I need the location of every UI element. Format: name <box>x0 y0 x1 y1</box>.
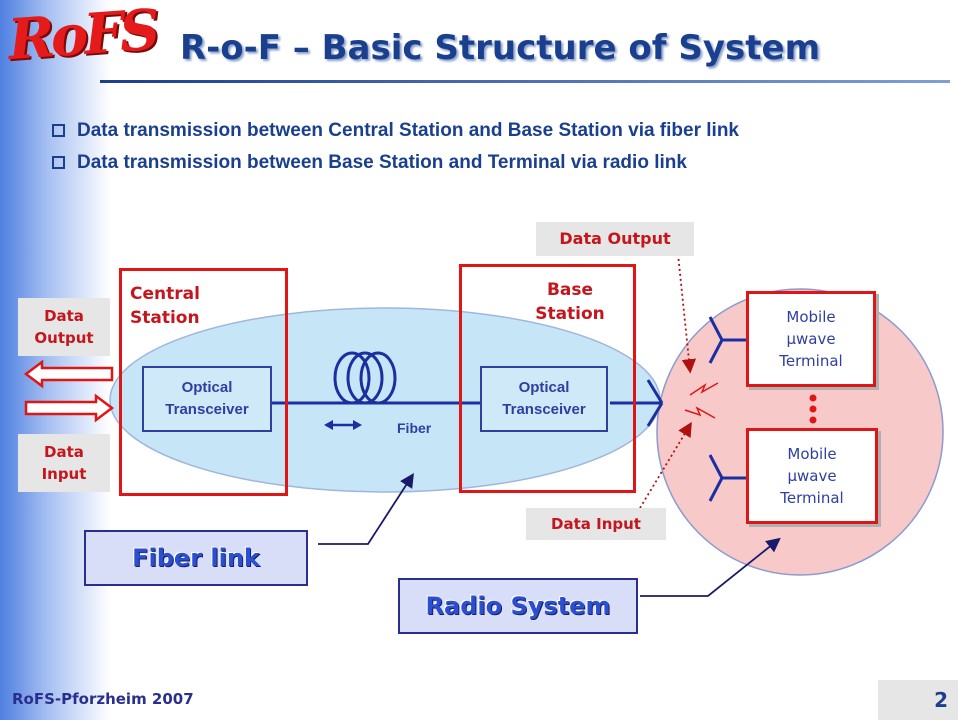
data-input-pointer <box>639 421 692 509</box>
fiber-coil-icon <box>333 351 397 405</box>
base-station-label: Base Station <box>535 280 605 324</box>
left-gradient-band <box>0 0 110 720</box>
bullet-item: Data transmission between Central Statio… <box>52 120 739 142</box>
data-output-arrow-icon <box>23 359 114 389</box>
footer-text: RoFS-Pforzheim 2007 <box>12 690 194 708</box>
data-input-bottom-label: Data Input <box>526 508 666 540</box>
bullet-item: Data transmission between Base Station a… <box>52 152 739 174</box>
bullet-text: Data transmission between Central Statio… <box>77 120 739 141</box>
radio-wave-icon <box>684 382 719 419</box>
checkbox-bullet-icon <box>52 156 65 169</box>
fiber-label: Fiber <box>397 420 432 436</box>
base-station-box <box>459 264 636 493</box>
bidirectional-arrow-icon <box>324 420 362 430</box>
title-divider <box>100 80 950 83</box>
optical-transceiver-central: Optical Transceiver <box>142 366 272 432</box>
fiber-link-callout: Fiber link <box>84 530 308 586</box>
radio-system-callout: Radio System <box>398 578 638 634</box>
left-data-input-label: Data Input <box>18 434 110 492</box>
terminal-antenna-icon <box>708 454 748 502</box>
data-output-top-label: Data Output <box>536 222 694 256</box>
mobile-terminal-1: Mobile μwave Terminal <box>746 291 876 387</box>
checkbox-bullet-icon <box>52 124 65 137</box>
ellipsis-dots-icon <box>809 394 817 424</box>
terminal-antenna-icon <box>708 316 748 364</box>
left-data-output-label: Data Output <box>18 298 110 356</box>
mobile-terminal-2: Mobile μwave Terminal <box>746 428 878 524</box>
central-station-box <box>119 268 288 496</box>
bullet-list: Data transmission between Central Statio… <box>52 120 739 184</box>
bullet-text: Data transmission between Base Station a… <box>77 152 687 173</box>
radio-system-leader <box>640 537 781 597</box>
page-title: R-o-F – Basic Structure of System <box>179 28 820 68</box>
page-number: 2 <box>878 680 958 720</box>
base-station-antenna-icon <box>610 379 664 427</box>
data-input-arrow-icon <box>24 393 115 423</box>
optical-transceiver-base: Optical Transceiver <box>480 366 608 432</box>
central-station-label: Central Station <box>130 284 200 328</box>
fiber-link-leader <box>318 472 414 545</box>
